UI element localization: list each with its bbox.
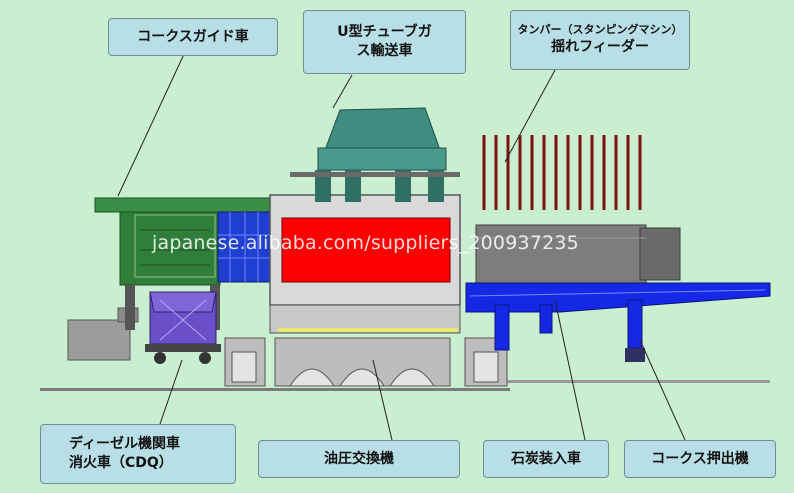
label-u-tube-line1: U型チューブガ xyxy=(337,24,432,41)
label-tamper-line1: タンパー（スタンピングマシン） xyxy=(517,23,683,37)
callout-u-tube-gas-car: U型チューブガ ス輸送車 xyxy=(303,10,466,74)
callout-leader-lines xyxy=(117,51,686,441)
label-coal-charging-car: 石炭装入車 xyxy=(511,450,581,467)
label-diesel-line1: ディーゼル機関車 xyxy=(69,436,181,453)
label-coke-guide-car: コークスガイド車 xyxy=(137,28,249,45)
callout-tamper-feeder: タンパー（スタンピングマシン） 揺れフィーダー xyxy=(510,10,690,70)
guide-door-section xyxy=(217,211,271,283)
coke-pusher xyxy=(465,282,771,362)
label-diesel-line2: 消火車（CDQ） xyxy=(69,455,173,471)
label-coke-pusher: コークス押出機 xyxy=(651,450,749,467)
ground-line-right xyxy=(470,380,770,383)
cdq-quench-car xyxy=(145,291,221,364)
coal-charging-car xyxy=(475,224,681,286)
callout-coke-pusher: コークス押出機 xyxy=(624,440,776,478)
callout-coal-charging-car: 石炭装入車 xyxy=(483,440,609,478)
coke-oven-battery xyxy=(269,194,461,334)
oven-foundation xyxy=(224,337,508,387)
callout-coke-guide-car: コークスガイド車 xyxy=(108,18,278,56)
watermark-text: japanese.alibaba.com/suppliers_200937235 xyxy=(152,232,579,254)
tamper-rods xyxy=(482,135,642,210)
callout-diesel-loco-cdq: ディーゼル機関車 消火車（CDQ） xyxy=(40,424,236,484)
label-tamper-line2: 揺れフィーダー xyxy=(551,38,649,55)
label-u-tube-line2: ス輸送車 xyxy=(356,43,413,59)
diesel-locomotive xyxy=(67,319,131,361)
label-hydraulic-exchanger: 油圧交換機 xyxy=(324,450,394,467)
u-tube-gas-transfer-car xyxy=(290,107,460,202)
ground-line xyxy=(40,388,510,391)
callout-hydraulic-exchanger: 油圧交換機 xyxy=(258,440,460,478)
